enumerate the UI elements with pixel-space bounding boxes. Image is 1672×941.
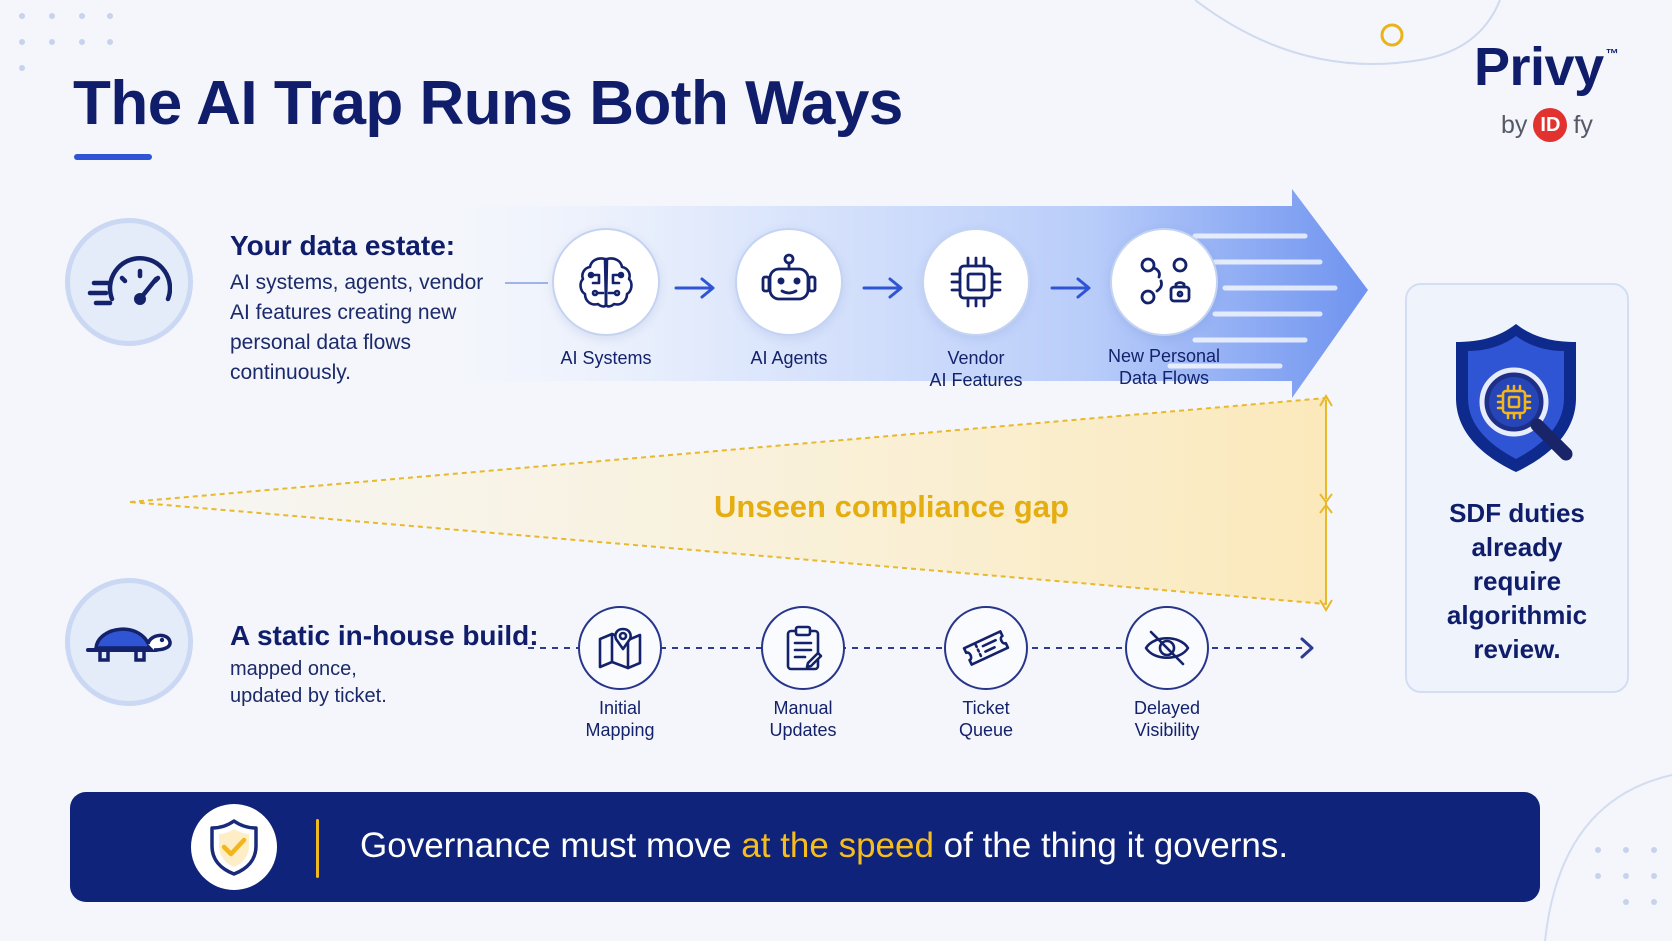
top-desc-line: continuously.: [230, 361, 352, 384]
banner-message: Governance must move at the speed of the…: [360, 826, 1288, 866]
node-label-line: AI Agents: [750, 348, 828, 368]
sdf-text-line: require: [1472, 566, 1562, 596]
logo-brand-tail: fy: [1573, 110, 1593, 139]
logo-by: by: [1501, 110, 1528, 139]
shield-check-icon: [210, 819, 258, 876]
node-label-line: AI Features: [929, 370, 1023, 390]
idfy-logo: by ID fy: [1501, 108, 1593, 142]
node-vendor-ai-features: [922, 228, 1030, 336]
gap-dimension-arrows: [1319, 394, 1333, 612]
map-pin-icon: [598, 627, 642, 670]
sdf-text-line: already: [1471, 532, 1563, 562]
node-label-line: Data Flows: [1118, 368, 1210, 388]
node-label-ticket-queue: Ticket Queue: [916, 697, 1056, 741]
idfy-mark: ID: [1533, 108, 1568, 142]
page-title: The AI Trap Runs Both Ways: [73, 69, 903, 138]
banner-shield-badge: [191, 804, 277, 890]
robot-icon: [761, 253, 817, 301]
banner-text-before: Governance must move: [360, 826, 742, 865]
sdf-text-line: algorithmic: [1446, 600, 1588, 630]
top-row-description: AI systems, agents, vendor AI features c…: [230, 268, 483, 388]
node-label-line: AI Systems: [560, 348, 652, 368]
sdf-text-line: review.: [1473, 634, 1561, 664]
node-label-manual-updates: Manual Updates: [733, 697, 873, 741]
shield-magnifier-icon: [1456, 324, 1576, 472]
bottom-desc-line: updated by ticket.: [230, 685, 387, 707]
banner-text-after: of the thing it governs.: [933, 826, 1289, 865]
node-label-line: Ticket: [962, 698, 1010, 718]
node-ai-systems: [552, 228, 660, 336]
node-label-delayed-visibility: Delayed Visibility: [1097, 697, 1237, 741]
node-label-initial-mapping: Initial Mapping: [550, 697, 690, 741]
top-desc-line: personal data flows: [230, 331, 411, 354]
bottom-row-heading: A static in-house build:: [230, 620, 539, 651]
banner-divider: [316, 819, 319, 878]
node-label-line: New Personal: [1107, 346, 1221, 366]
turtle-icon: [86, 627, 172, 662]
bottom-row-description: mapped once, updated by ticket.: [230, 656, 387, 710]
top-row-heading: Your data estate:: [230, 230, 456, 261]
node-label-line: Vendor: [947, 348, 1005, 368]
sdf-duties-text: SDF duties already require algorithmic r…: [1405, 496, 1629, 666]
dot-pattern-top-left: [19, 13, 113, 71]
ticket-icon: [962, 630, 1010, 666]
top-desc-line: AI features creating new: [230, 301, 457, 324]
node-label-line: Queue: [958, 720, 1014, 740]
top-connector-arrows: [674, 277, 1091, 299]
data-flow-icon: [1140, 257, 1191, 305]
node-label-line: Visibility: [1134, 720, 1200, 740]
logo-trademark: ™: [1605, 46, 1619, 61]
node-label-line: Manual: [773, 698, 833, 718]
node-ai-agents: [735, 228, 843, 336]
compliance-gap-label: Unseen compliance gap: [714, 489, 1069, 524]
eye-slash-icon: [1144, 630, 1190, 666]
node-new-personal-data-flows: [1110, 228, 1218, 336]
sdf-text-line: SDF duties: [1449, 498, 1585, 528]
clipboard-icon: [786, 625, 823, 671]
title-underline: [74, 154, 152, 160]
speedometer-icon: [87, 255, 172, 306]
node-label-vendor-ai-features: Vendor AI Features: [906, 347, 1046, 391]
speedometer-badge: [65, 218, 193, 346]
node-initial-mapping: [578, 606, 662, 690]
banner-text-highlight: at the speed: [741, 826, 934, 865]
turtle-badge: [65, 578, 193, 706]
brain-icon: [579, 257, 633, 308]
chip-icon: [950, 256, 1002, 308]
governance-banner: [70, 792, 1540, 902]
top-desc-line: AI systems, agents, vendor: [230, 271, 484, 294]
bottom-desc-line: mapped once,: [230, 658, 357, 680]
node-label-line: Updates: [769, 720, 837, 740]
node-ticket-queue: [944, 606, 1028, 690]
node-label-ai-agents: AI Agents: [719, 347, 859, 369]
node-label-line: Mapping: [585, 720, 655, 740]
compliance-gap-wedge: [129, 396, 1327, 606]
node-label-line: Delayed: [1133, 698, 1201, 718]
node-delayed-visibility: [1125, 606, 1209, 690]
node-label-new-personal-data-flows: New Personal Data Flows: [1094, 345, 1234, 389]
node-label-line: Initial: [598, 698, 642, 718]
logo-name: Privy: [1474, 37, 1604, 97]
node-manual-updates: [761, 606, 845, 690]
node-label-ai-systems: AI Systems: [536, 347, 676, 369]
